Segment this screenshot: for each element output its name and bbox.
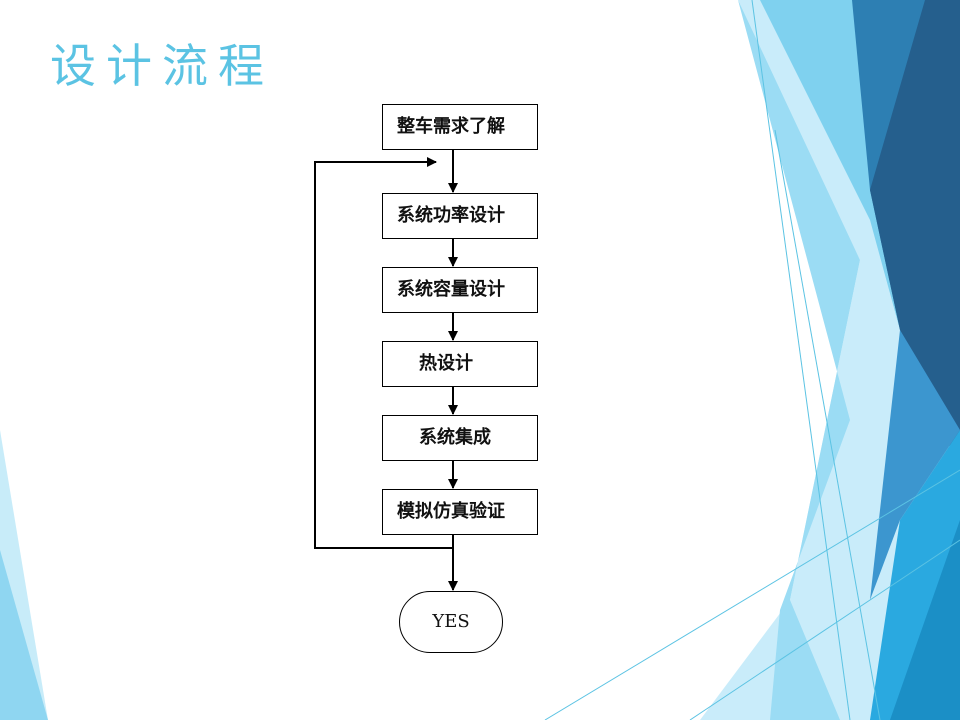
- flow-step-vehicle-requirements: 整车需求了解: [382, 104, 538, 150]
- flow-step-capacity-design: 系统容量设计: [382, 267, 538, 313]
- flow-step-label: 系统集成: [419, 427, 491, 448]
- right-edge-accent: [700, 0, 960, 720]
- thin-decor-lines: [544, 0, 960, 720]
- flow-step-label: 系统容量设计: [397, 279, 505, 300]
- flow-step-thermal-design: 热设计: [382, 341, 538, 387]
- flow-step-label: 系统功率设计: [397, 205, 505, 226]
- flow-step-power-design: 系统功率设计: [382, 193, 538, 239]
- flow-step-label: 整车需求了解: [397, 116, 505, 137]
- feedback-loop: [314, 157, 453, 549]
- flow-step-system-integration: 系统集成: [382, 415, 538, 461]
- flow-step-simulation-verification: 模拟仿真验证: [382, 489, 538, 535]
- flow-step-label: 模拟仿真验证: [397, 501, 505, 522]
- flow-end-yes: YES: [399, 591, 503, 653]
- flow-step-label: 热设计: [419, 353, 473, 374]
- left-edge-accent: [0, 430, 48, 720]
- slide-title: 设计流程: [50, 39, 274, 93]
